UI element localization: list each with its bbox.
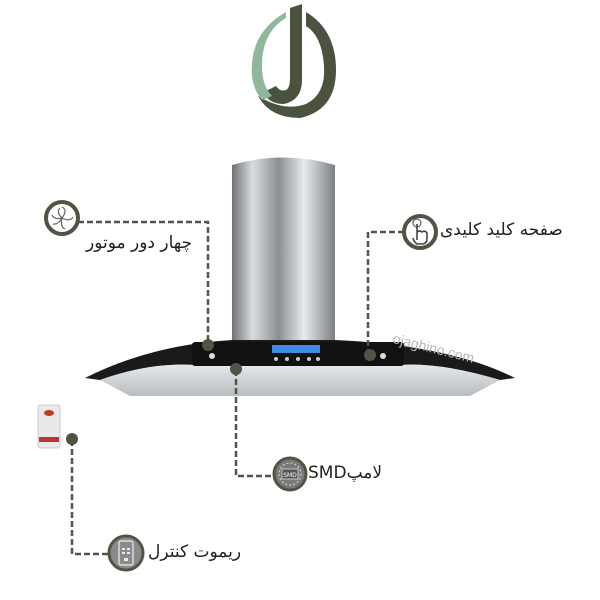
remote-icon: [107, 534, 145, 572]
keypad-label: صفحه کلید کلیدی: [440, 220, 563, 240]
touch-hand-icon: [402, 214, 438, 250]
brand-logo: [251, 4, 336, 118]
smd-chip-icon: SMD: [272, 456, 308, 492]
smd-lamp-label: لامپSMD: [308, 463, 383, 483]
fan-icon: [44, 200, 80, 236]
smd-chip-text: SMD: [283, 472, 297, 479]
callout-dots: [66, 339, 376, 445]
range-hood: [85, 157, 515, 396]
motor-label: چهار دور موتور: [86, 233, 193, 253]
remote-control-image: [37, 404, 61, 449]
callout-lines: [70, 220, 404, 556]
remote-label: ریموت کنترل: [148, 542, 242, 562]
